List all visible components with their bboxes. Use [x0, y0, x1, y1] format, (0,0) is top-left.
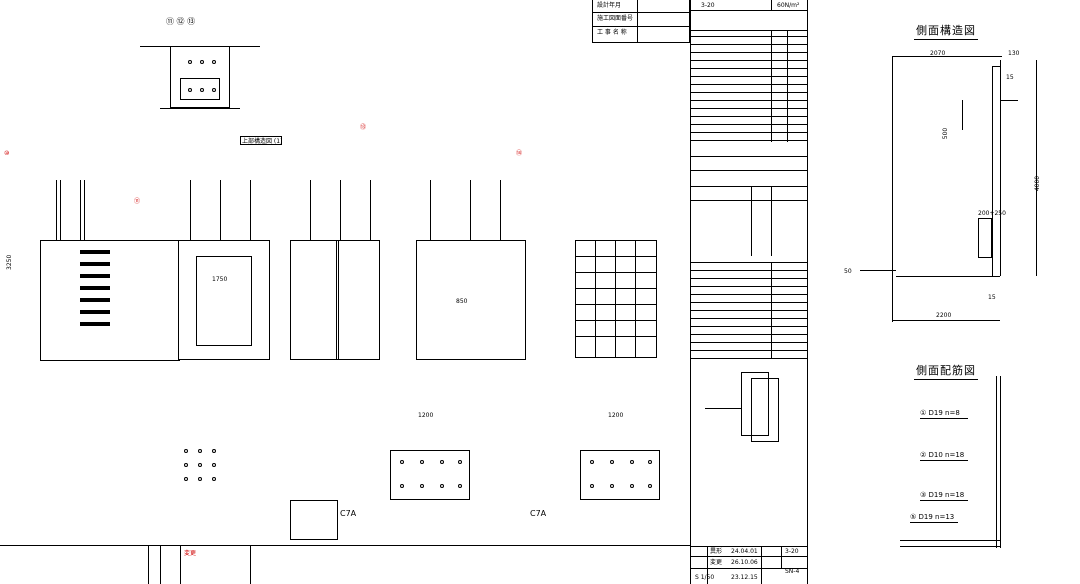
elevation-frame-1 — [20, 180, 180, 370]
rebar-iso-sketch — [705, 372, 795, 452]
side-rebar-title: 側面配筋図 — [914, 364, 978, 380]
top-plan-view — [140, 38, 260, 118]
drawing-sheet: 上部構造図 (1) ⑪ ⑫ ⑬ 1750 850 — [0, 17, 690, 584]
section-c7a-right: 1200 C7A — [530, 410, 680, 540]
side-structure-view: 側面構造図 2070 130 15 500 4000 200+250 50 22… — [840, 0, 1080, 360]
section-c7a-left: 1200 C7A — [340, 410, 490, 540]
elevation-frame-3 — [280, 180, 410, 380]
marker-text: ⑪ ⑫ ⑬ — [166, 17, 196, 26]
elevation-frame-5 — [545, 236, 665, 366]
side-structure-title: 側面構造図 — [914, 24, 978, 40]
plan-label: 上部構造図 (1) — [242, 138, 283, 145]
header-table: 設計年月 施工図面番号 工 事 名 称 — [592, 0, 690, 43]
spec-table: 3-20 60N/m² 異形 24.04.01 3-20 変更 — [690, 0, 808, 584]
elevation-frame-4: 850 — [410, 180, 540, 380]
side-rebar-view: 側面配筋図 ① D19 n=8 ② D10 n=18 ③ D19 n=18 ⑤ … — [880, 360, 1080, 584]
elevation-frame-2: 1750 — [150, 180, 280, 380]
legend-box — [290, 500, 338, 540]
bolt-plate-left — [180, 445, 230, 485]
